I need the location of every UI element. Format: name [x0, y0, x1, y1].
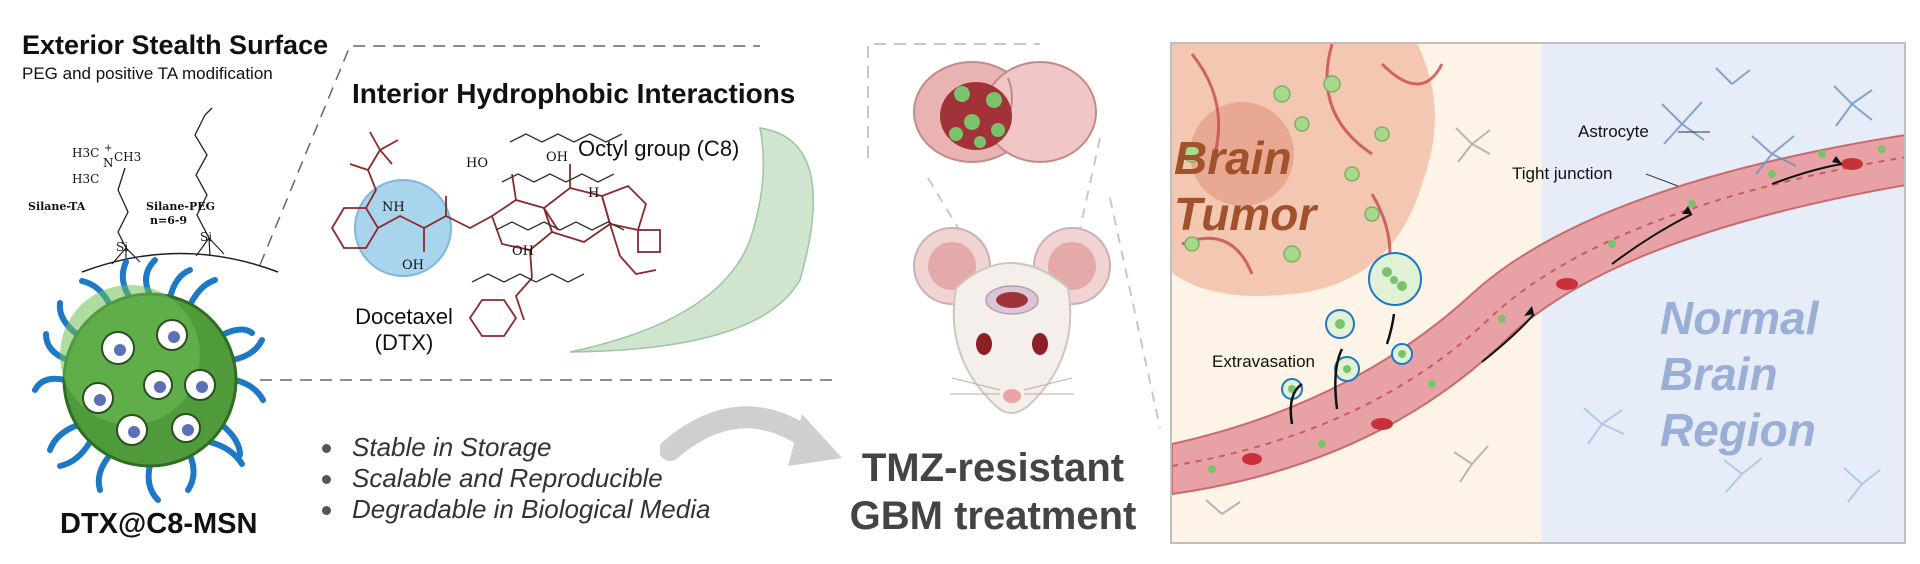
treatment-line2: GBM treatment: [849, 494, 1137, 538]
extravasation-label: Extravasation: [1212, 352, 1315, 371]
chem-nh: NH: [382, 200, 405, 215]
feature-list: Stable in Storage Scalable and Reproduci…: [318, 432, 710, 525]
msn-surface-arc: [81, 252, 279, 273]
docetaxel-abbrev: (DTX): [374, 330, 434, 355]
silane-ta-chain: [117, 167, 129, 249]
exterior-surface-subtitle: PEG and positive TA modification: [22, 64, 273, 83]
chem-oh-bottom: OH: [512, 244, 534, 259]
silane-peg-label: Silane-PEG: [146, 200, 216, 213]
tight-junction-label: Tight junction: [1512, 164, 1613, 183]
ta-nitrogen: N: [103, 156, 114, 170]
msn-nanoparticle: [32, 257, 266, 503]
ta-charge: +: [104, 143, 113, 154]
mouse-brain-illustration: [867, 43, 1161, 429]
normal-label-line2: Brain: [1660, 348, 1778, 400]
ta-methyl-bottom: H3C: [72, 172, 100, 186]
exterior-surface-title: Exterior Stealth Surface: [22, 30, 329, 60]
tumor-label-line2: Tumor: [1174, 188, 1317, 240]
normal-region-label: Normal Brain Region: [1660, 290, 1818, 458]
feature-item: Scalable and Reproducible: [318, 463, 710, 494]
normal-label-line3: Region: [1660, 404, 1816, 456]
peg-si-label: Si: [200, 230, 213, 244]
tumor-label: Brain Tumor: [1174, 130, 1316, 242]
peg-repeat-label: n=6-9: [150, 214, 188, 227]
tumor-label-line1: Brain: [1174, 132, 1292, 184]
tumor-vs-normal-panel: [1170, 42, 1906, 544]
docetaxel-name: Docetaxel: [355, 304, 453, 329]
ta-si-label: Si: [116, 240, 129, 254]
ta-methyl-right: CH3: [114, 150, 142, 164]
surface-chemistry-diagram: [32, 107, 279, 503]
brain-section-icon: [913, 61, 1097, 163]
treatment-line1: TMZ-resistant: [861, 446, 1125, 490]
nanoparticle-label: DTX@C8-MSN: [60, 508, 258, 540]
silane-ta-label: Silane-TA: [28, 200, 86, 213]
interior-interactions-title: Interior Hydrophobic Interactions: [352, 78, 796, 109]
feature-item: Stable in Storage: [318, 432, 710, 463]
treatment-label: TMZ-resistant GBM treatment: [838, 444, 1148, 540]
octyl-group-label: Octyl group (C8): [578, 136, 740, 161]
mouse-icon: [913, 227, 1111, 414]
zoom-guide-lines: [259, 45, 840, 381]
feature-item: Degradable in Biological Media: [318, 494, 710, 525]
astrocyte-label: Astrocyte: [1578, 122, 1649, 141]
blood-vessel: [1172, 134, 1904, 496]
dtx-highlight-circle: [354, 179, 452, 277]
chem-oh-side: OH: [402, 258, 424, 273]
ta-methyl-top: H3C: [72, 146, 100, 160]
blood-vessel-scene: [1172, 44, 1904, 542]
normal-label-line1: Normal: [1660, 292, 1819, 344]
octyl-region: [569, 127, 815, 353]
docetaxel-label: Docetaxel (DTX): [334, 304, 474, 356]
chem-ho-core: HO: [466, 156, 488, 171]
curved-arrow-icon: [660, 406, 842, 466]
chem-oh-core: OH: [546, 150, 568, 165]
chem-h: H: [588, 186, 600, 201]
docetaxel-structure: [330, 127, 815, 353]
silane-peg-chain: [194, 114, 210, 239]
